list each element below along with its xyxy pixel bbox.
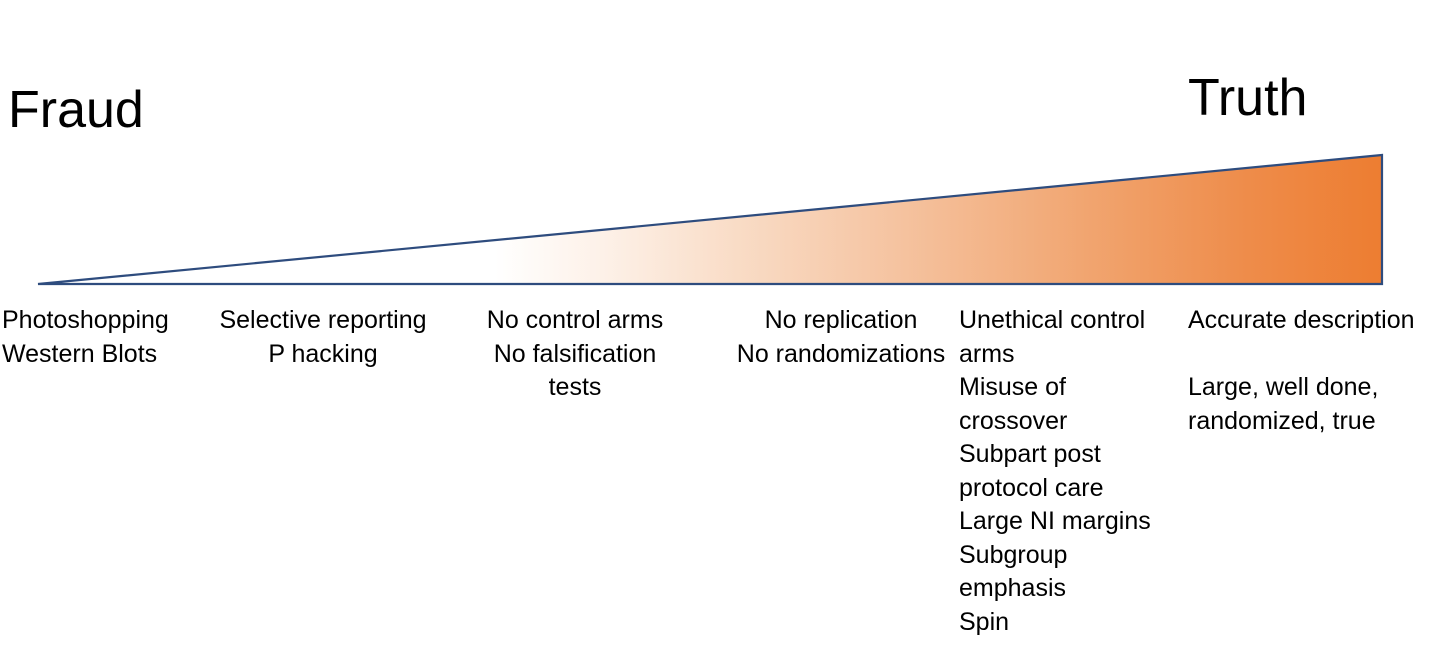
caption-column-selective-reporting: Selective reporting P hacking (219, 306, 427, 368)
caption-column-no-replication: No replication No randomizations (736, 306, 946, 368)
gradient-wedge (36, 152, 1384, 288)
caption-column-unethical-control-arms: Unethical control arms Misuse of crossov… (959, 306, 1151, 636)
caption-columns: Photoshopping Western Blots Selective re… (0, 304, 1456, 664)
wedge-polygon (37, 153, 1384, 286)
truth-endpoint-label: Truth (1188, 69, 1308, 127)
caption-column-accurate-description: Accurate description Large, well done, r… (1188, 306, 1415, 435)
fraud-endpoint-label: Fraud (8, 81, 144, 139)
wedge-svg (37, 153, 1384, 286)
caption-column-photoshopping: Photoshopping Western Blots (2, 306, 169, 368)
caption-column-no-control-arms: No control arms No falsification tests (486, 306, 664, 401)
